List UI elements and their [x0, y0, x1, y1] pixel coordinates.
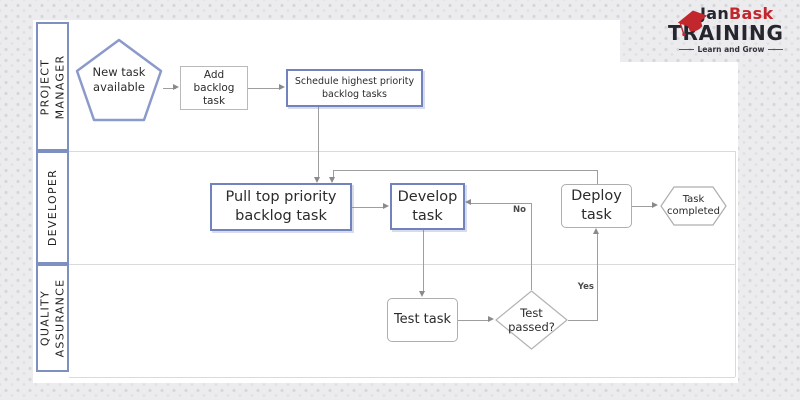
arrowhead-right-icon [652, 202, 658, 208]
tagline-dash-left [678, 49, 694, 50]
connector [333, 170, 598, 171]
arrowhead-right-icon [383, 203, 389, 209]
connector [318, 107, 319, 178]
logo-brand-part1: Jan [700, 4, 730, 23]
arrowhead-down-icon [329, 177, 335, 183]
node-develop-task: Develop task [390, 183, 465, 230]
node-test-task: Test task [387, 298, 458, 342]
connector [248, 88, 280, 89]
arrowhead-right-icon [279, 84, 285, 90]
logo-tagline-row: Learn and Grow [668, 45, 794, 54]
logo-tagline: Learn and Grow [697, 45, 765, 54]
graduation-cap-icon [677, 10, 708, 37]
lane-developer: DEVELOPER [36, 151, 69, 264]
node-task-completed: Task completed [666, 193, 721, 218]
lane-label: DEVELOPER [46, 168, 59, 247]
node-deploy-task: Deploy task [561, 184, 632, 228]
connector [568, 320, 598, 321]
arrowhead-down-icon [314, 177, 320, 183]
edge-label-no: No [513, 205, 526, 215]
connector [597, 234, 598, 321]
lane-label: PROJECT MANAGER [38, 54, 67, 119]
lane-divider [69, 264, 735, 265]
node-pull-top-priority: Pull top priority backlog task [210, 183, 352, 231]
lane-divider [69, 377, 735, 378]
tagline-dash-right [768, 49, 784, 50]
connector [597, 170, 598, 184]
node-schedule-backlog-tasks: Schedule highest priority backlog tasks [286, 69, 423, 107]
connector [471, 203, 532, 204]
decision-diamond-shape [495, 290, 568, 350]
arrowhead-up-icon [593, 228, 599, 234]
arrowhead-left-icon [465, 199, 471, 205]
connector [423, 230, 424, 292]
arrowhead-right-icon [488, 316, 494, 322]
connector [163, 88, 176, 89]
logo-background [620, 0, 800, 62]
lane-project-manager: PROJECT MANAGER [36, 22, 69, 151]
logo-brand-name: JanBask [700, 5, 800, 23]
janbask-logo: JanBask TRAINING Learn and Grow [650, 5, 800, 54]
lane-label: QUALITY ASSURANCE [38, 278, 67, 358]
lane-quality-assurance: QUALITY ASSURANCE [36, 264, 69, 372]
connector [352, 207, 384, 208]
lane-divider [69, 151, 735, 152]
connector [333, 170, 334, 178]
arrowhead-right-icon [173, 84, 179, 90]
lane-right-border [735, 151, 736, 377]
logo-brand-part2: Bask [729, 4, 774, 23]
node-test-passed: Test passed? [508, 306, 555, 334]
node-new-task-available: New task available [92, 65, 146, 94]
end-hexagon-shape [660, 186, 727, 226]
start-pentagon-shape [75, 38, 163, 122]
edge-label-yes: Yes [577, 282, 594, 292]
arrowhead-down-icon [419, 291, 425, 297]
connector [531, 203, 532, 290]
connector [458, 320, 489, 321]
connector [632, 206, 654, 207]
node-add-backlog-task: Add backlog task [180, 66, 248, 110]
